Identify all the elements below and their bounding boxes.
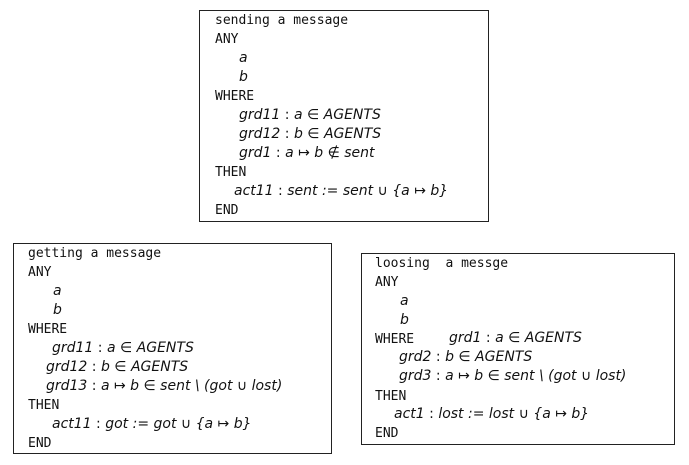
param: a	[53, 283, 62, 299]
any-keyword: ANY	[375, 275, 399, 290]
guard-expr: b ∈ AGENTS	[445, 349, 533, 365]
guard: grd1 : a ↦ b ∉ sent	[239, 145, 375, 161]
guard-expr: a ∈ AGENTS	[293, 107, 381, 123]
guard: grd11 : a ∈ AGENTS	[52, 340, 194, 356]
event-title: sending a message	[215, 13, 349, 28]
event-title: getting a message	[28, 246, 162, 261]
action-label: act11	[234, 183, 274, 199]
guard-label: grd2	[399, 349, 432, 365]
any-keyword: ANY	[28, 265, 52, 280]
guard-expr: a ∈ AGENTS	[495, 330, 582, 346]
end-keyword: END	[28, 436, 52, 451]
param: a	[239, 50, 248, 66]
action-label: act11	[52, 416, 92, 432]
event-box-getting: getting a message ANY a b WHERE grd11 : …	[13, 243, 332, 454]
param: b	[53, 302, 62, 318]
action: act11 : got := got ∪ {a ↦ b}	[52, 416, 252, 432]
guard-expr: b ∈ AGENTS	[100, 359, 189, 375]
guard-label: grd3	[399, 368, 432, 384]
where-keyword: WHERE	[215, 89, 255, 104]
end-keyword: END	[375, 426, 399, 441]
event-box-sending: sending a message ANY a b WHERE grd11 : …	[199, 10, 489, 222]
guard-expr: a ↦ b ∈ sent \ (got ∪ lost)	[445, 368, 627, 384]
param: b	[400, 312, 409, 328]
guard-expr: a ∈ AGENTS	[106, 340, 194, 356]
guard-label: grd12	[239, 126, 281, 142]
guard-expr: a ↦ b ∉ sent	[285, 145, 375, 161]
guard-label: grd1	[239, 145, 272, 161]
guard: grd12 : b ∈ AGENTS	[239, 126, 382, 142]
then-keyword: THEN	[28, 398, 60, 413]
guard-label: grd11	[239, 107, 281, 123]
guard: grd3 : a ↦ b ∈ sent \ (got ∪ lost)	[399, 368, 627, 384]
action-expr: sent := sent ∪ {a ↦ b}	[287, 183, 449, 199]
param: a	[400, 293, 409, 309]
end-keyword: END	[215, 203, 239, 218]
guard-expr: a ↦ b ∈ sent \ (got ∪ lost)	[100, 378, 283, 394]
event-box-loosing: loosing a messge ANY a b WHERE grd1 : a …	[361, 253, 675, 445]
guard-expr: b ∈ AGENTS	[293, 126, 382, 142]
param: b	[239, 69, 248, 85]
guard: grd11 : a ∈ AGENTS	[239, 107, 381, 123]
action-expr: got := got ∪ {a ↦ b}	[105, 416, 252, 432]
then-keyword: THEN	[215, 165, 247, 180]
guard-label: grd13	[46, 378, 88, 394]
where-keyword: WHERE	[375, 332, 415, 347]
action-expr: lost := lost ∪ {a ↦ b}	[438, 406, 590, 422]
action: act1 : lost := lost ∪ {a ↦ b}	[394, 406, 590, 422]
guard-label: grd1	[449, 330, 482, 346]
where-keyword: WHERE	[28, 322, 68, 337]
guard: grd12 : b ∈ AGENTS	[46, 359, 189, 375]
guard: grd2 : b ∈ AGENTS	[399, 349, 533, 365]
any-keyword: ANY	[215, 32, 239, 47]
action: act11 : sent := sent ∪ {a ↦ b}	[234, 183, 449, 199]
event-title: loosing a messge	[375, 256, 509, 271]
guard-label: grd11	[52, 340, 94, 356]
guard: grd13 : a ↦ b ∈ sent \ (got ∪ lost)	[46, 378, 283, 394]
then-keyword: THEN	[375, 389, 407, 404]
action-label: act1	[394, 406, 425, 422]
guard: grd1 : a ∈ AGENTS	[449, 330, 582, 346]
guard-label: grd12	[46, 359, 88, 375]
